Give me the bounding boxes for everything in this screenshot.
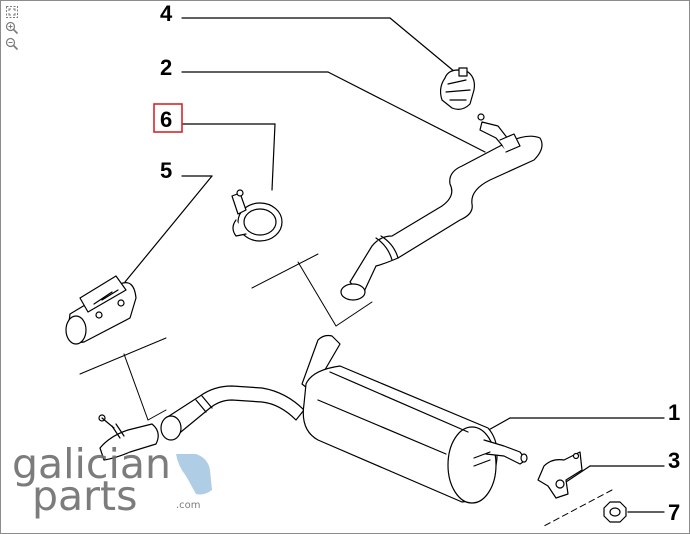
callout-part-1[interactable]: 1	[668, 400, 680, 425]
front-pipe-segment	[98, 385, 305, 461]
part-2-intermediate-pipe	[340, 113, 543, 301]
callout-part-2[interactable]: 2	[160, 55, 172, 80]
zoom-toolbar	[5, 5, 21, 53]
callout-part-3[interactable]: 3	[668, 448, 680, 473]
zoom-in-icon[interactable]	[5, 21, 19, 35]
callout-part-6[interactable]: 6	[160, 107, 172, 132]
part-1-rear-silencer	[301, 334, 528, 504]
logo-text-galician: galician	[12, 440, 171, 488]
section-break-lines	[79, 253, 613, 527]
part-6-ring-clamp	[231, 189, 283, 242]
zoom-out-icon[interactable]	[5, 37, 19, 51]
part-5-clamp	[65, 275, 137, 345]
part-4-clamp	[439, 67, 475, 110]
logo-text-domain: .com	[176, 500, 201, 511]
fit-page-icon[interactable]	[5, 5, 19, 19]
galicianparts-logo: galician parts .com	[12, 440, 212, 520]
callout-part-4[interactable]: 4	[160, 1, 173, 26]
leader-lines	[124, 17, 665, 513]
callout-part-7[interactable]: 7	[668, 500, 680, 525]
callout-part-5[interactable]: 5	[160, 158, 172, 183]
part-7-nut	[603, 501, 627, 523]
selected-callout-highlight	[153, 103, 183, 133]
part-3-bracket	[537, 451, 583, 499]
logo-accent-shape	[176, 454, 212, 495]
logo-text-parts: parts	[32, 472, 137, 520]
